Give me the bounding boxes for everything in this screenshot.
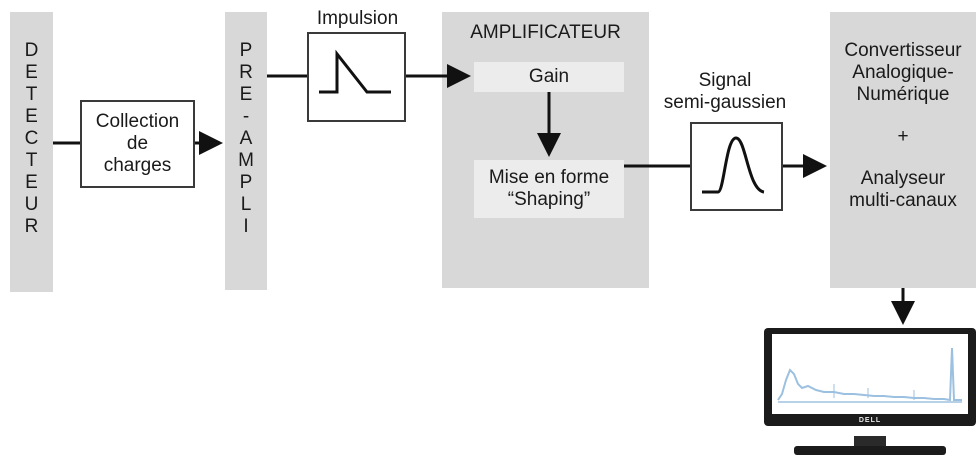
- gain-label: Gain: [528, 66, 570, 87]
- detector-letter: U: [24, 194, 39, 215]
- preampli-letter: R: [239, 62, 253, 83]
- preampli-letter: I: [243, 216, 249, 237]
- preampli-letter: E: [239, 84, 253, 105]
- preampli-letter: A: [239, 128, 253, 149]
- charge-collection-box: Collection de charges: [80, 100, 195, 188]
- shaping-box: Mise en forme “Shaping”: [474, 160, 624, 218]
- collection-line2: de: [126, 133, 149, 154]
- detector-letter: T: [25, 84, 38, 105]
- signal-label: Signal semi-gaussien: [660, 70, 790, 114]
- signal-line2: semi-gaussien: [663, 92, 787, 113]
- impulsion-label: Impulsion: [316, 8, 399, 29]
- detector-letter: E: [25, 106, 38, 127]
- gaussian-waveform-icon: [702, 136, 765, 194]
- monitor: DELL: [764, 328, 976, 455]
- gain-box: Gain: [474, 62, 624, 92]
- converter-block: [830, 12, 976, 288]
- detector-letter: E: [25, 62, 38, 83]
- converter-line2: Analogique-: [852, 62, 954, 83]
- preampli-block: P R E - A M P L I: [225, 12, 267, 290]
- detector-block: D E T E C T E U R: [10, 12, 53, 292]
- detector-letter: T: [25, 150, 38, 171]
- monitor-brand: DELL: [858, 417, 882, 424]
- pulse-waveform-icon: [319, 49, 391, 94]
- collection-line3: charges: [103, 155, 172, 176]
- detector-letter: E: [25, 172, 38, 193]
- amplificateur-title: AMPLIFICATEUR: [470, 22, 621, 43]
- converter-line5: multi-canaux: [849, 190, 957, 211]
- gaussian-box: [690, 122, 783, 211]
- preampli-letter: -: [242, 106, 250, 127]
- converter-text: Convertisseur Analogique- Numérique + An…: [830, 40, 976, 212]
- converter-line3: Numérique: [856, 84, 950, 105]
- preampli-letter: M: [238, 150, 254, 171]
- converter-plus: +: [897, 126, 909, 147]
- signal-line1: Signal: [698, 70, 752, 91]
- converter-line1: Convertisseur: [844, 40, 962, 61]
- collection-line1: Collection: [95, 111, 180, 132]
- preampli-letter: L: [240, 194, 252, 215]
- detector-letter: D: [24, 40, 39, 61]
- monitor-icon: [764, 328, 976, 455]
- detector-letter: C: [24, 128, 39, 149]
- preampli-letter: P: [239, 40, 253, 61]
- impulsion-box: [307, 32, 406, 122]
- converter-line4: Analyseur: [860, 168, 946, 189]
- shaping-line1: Mise en forme: [488, 167, 610, 188]
- preampli-letter: P: [239, 172, 253, 193]
- shaping-line2: “Shaping”: [507, 189, 591, 210]
- detector-letter: R: [24, 216, 39, 237]
